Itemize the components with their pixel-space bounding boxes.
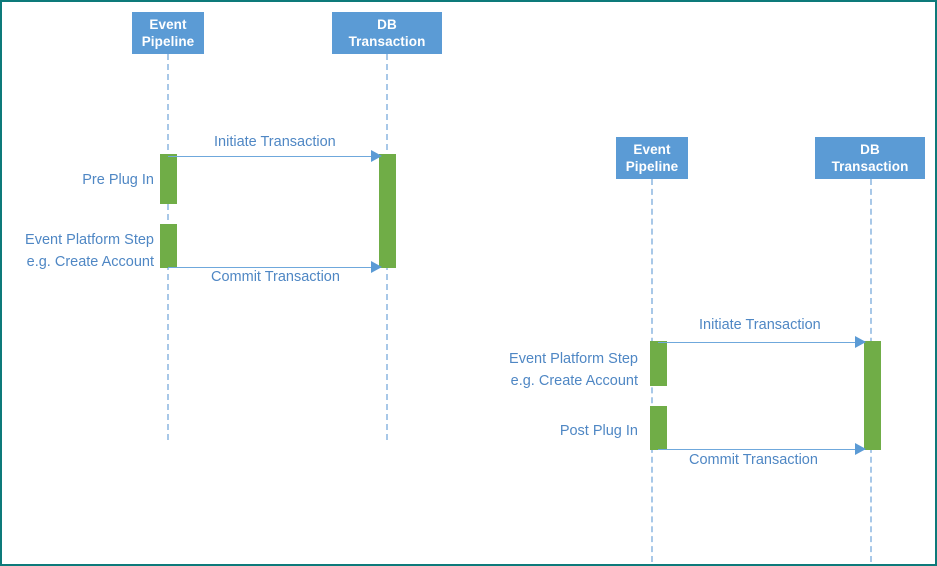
step-label-line1: Event Platform Step <box>25 232 154 248</box>
participant-db-transaction-1[interactable]: DB Transaction <box>332 12 442 54</box>
step-label-pre-plug-in: Pre Plug In <box>2 169 154 191</box>
activation-event-platform-step-2 <box>650 341 667 386</box>
step-label-line1: Event Platform Step <box>509 351 638 367</box>
step-label-event-platform-step-2: Event Platform Step e.g. Create Account <box>490 348 638 392</box>
message-line-commit-transaction-2 <box>658 449 865 450</box>
participant-label-line1: DB <box>377 17 397 32</box>
step-label-line2: e.g. Create Account <box>510 373 638 389</box>
message-line-initiate-transaction-1 <box>168 156 380 157</box>
arrowhead-initiate-transaction-2 <box>855 336 866 348</box>
message-line-initiate-transaction-2 <box>658 342 865 343</box>
participant-label-line2: Transaction <box>348 34 426 49</box>
step-label-line1: Post Plug In <box>559 423 638 439</box>
participant-db-transaction-2[interactable]: DB Transaction <box>815 137 925 179</box>
participant-label-line1: Event <box>633 142 671 157</box>
step-label-line2: e.g. Create Account <box>26 254 154 270</box>
participant-label-line2: Transaction <box>831 159 909 174</box>
participant-label-line1: Event <box>149 17 187 32</box>
message-line-commit-transaction-1 <box>168 267 380 268</box>
activation-post-plug-in <box>650 406 667 450</box>
arrowhead-commit-transaction-2 <box>855 443 866 455</box>
message-label-commit-transaction-2: Commit Transaction <box>689 452 818 468</box>
activation-db-transaction-2 <box>864 341 881 450</box>
participant-label-line2: Pipeline <box>141 34 195 49</box>
participant-label-line2: Pipeline <box>625 159 679 174</box>
activation-db-transaction-1 <box>379 154 396 268</box>
activation-event-platform-step-1 <box>160 224 177 268</box>
activation-pre-plug-in <box>160 154 177 204</box>
arrowhead-commit-transaction-1 <box>371 261 382 273</box>
participant-label-line1: DB <box>860 142 880 157</box>
step-label-line1: Pre Plug In <box>82 172 154 188</box>
message-label-commit-transaction-1: Commit Transaction <box>211 269 340 285</box>
participant-event-pipeline-1[interactable]: Event Pipeline <box>132 12 204 54</box>
step-label-post-plug-in: Post Plug In <box>490 420 638 442</box>
message-label-initiate-transaction-1: Initiate Transaction <box>214 134 336 150</box>
step-label-event-platform-step-1: Event Platform Step e.g. Create Account <box>2 229 154 273</box>
message-label-initiate-transaction-2: Initiate Transaction <box>699 317 821 333</box>
participant-event-pipeline-2[interactable]: Event Pipeline <box>616 137 688 179</box>
arrowhead-initiate-transaction-1 <box>371 150 382 162</box>
